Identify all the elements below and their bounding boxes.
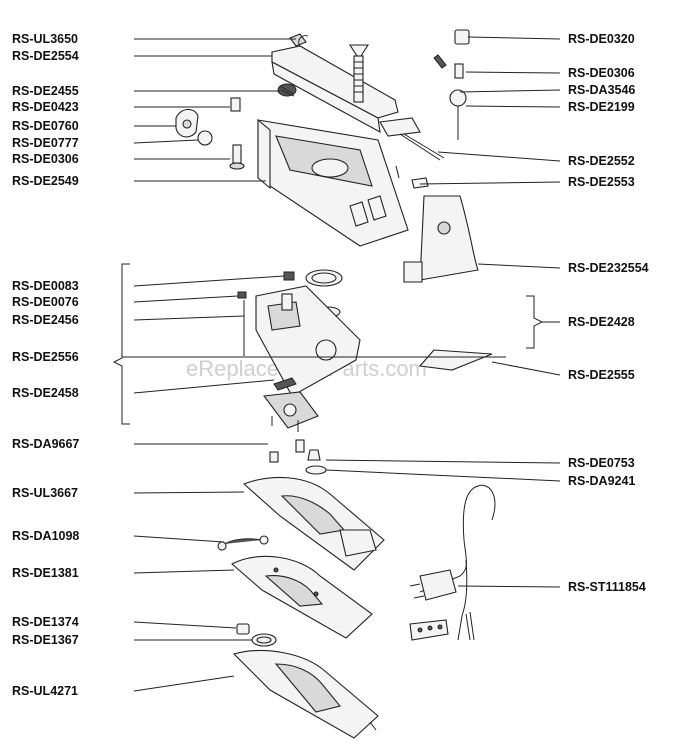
leader-line-left	[133, 315, 245, 321]
leader-line-left	[133, 295, 239, 303]
cap-part-2	[269, 451, 279, 463]
part-label-left: RS-DE2556	[12, 350, 79, 364]
small-clip-part	[237, 291, 247, 299]
leader-line-right	[437, 151, 561, 162]
part-label-left: RS-DE2554	[12, 49, 79, 63]
part-label-left: RS-UL3650	[12, 32, 78, 46]
part-label-left: RS-DE0083	[12, 279, 79, 293]
leader-line-left	[133, 139, 199, 144]
part-label-left: RS-DE1367	[12, 633, 79, 647]
part-label-left: RS-DA1098	[12, 529, 79, 543]
wiring-part	[217, 535, 269, 551]
part-label-right: RS-DE0320	[568, 32, 635, 46]
part-label-right: RS-DE2199	[568, 100, 635, 114]
spring-part	[277, 83, 297, 97]
washer-part	[305, 465, 327, 475]
leader-line-right	[325, 469, 561, 482]
water-tank-part	[257, 118, 409, 247]
upper-body-part	[242, 476, 385, 571]
part-label-left: RS-DE2458	[12, 386, 79, 400]
part-label-left: RS-DE0423	[12, 100, 79, 114]
part-label-left: RS-DE1374	[12, 615, 79, 629]
leader-lines	[122, 36, 561, 692]
leader-line-right	[457, 585, 561, 588]
part-label-right: RS-DE0753	[568, 456, 635, 470]
left-group-bracket	[112, 263, 130, 425]
thermostat-part	[262, 377, 319, 429]
leader-line-left	[133, 675, 235, 692]
clip-part	[411, 177, 429, 189]
clip-part-2	[283, 271, 295, 281]
leader-line-right	[491, 361, 561, 376]
base-plate-part	[232, 650, 379, 739]
part-label-left: RS-UL4271	[12, 684, 78, 698]
valve-rod-part	[433, 54, 467, 140]
leader-line-left	[133, 535, 225, 543]
valve-left-part	[229, 144, 245, 170]
part-label-right: RS-DE0306	[568, 66, 635, 80]
part-label-left: RS-DE2549	[12, 174, 79, 188]
terminal-block-part	[409, 619, 449, 641]
leader-line-right	[465, 105, 561, 108]
ring-part	[251, 633, 277, 647]
part-label-right: RS-DA9241	[568, 474, 635, 488]
knob-part	[236, 623, 250, 635]
leader-line-right	[459, 89, 561, 93]
flat-strip-part	[418, 349, 493, 371]
part-label-left: RS-DE2455	[12, 84, 79, 98]
cap-part-4	[307, 449, 321, 461]
part-label-left: RS-DE2456	[12, 313, 79, 327]
part-label-right: RS-DE2428	[568, 315, 635, 329]
part-label-right: RS-DE2552	[568, 154, 635, 168]
part-label-left: RS-DE0777	[12, 136, 79, 150]
part-label-right: RS-DE2555	[568, 368, 635, 382]
part-label-right: RS-DA3546	[568, 83, 635, 97]
leader-line-right	[467, 36, 561, 40]
button-part	[175, 108, 199, 138]
middle-housing-part	[255, 285, 361, 397]
leader-line-left	[133, 275, 285, 287]
leader-line-right	[465, 71, 561, 74]
part-label-left: RS-DE1381	[12, 566, 79, 580]
screws-part	[271, 416, 299, 432]
part-label-left: RS-DE0076	[12, 295, 79, 309]
leader-line-right	[419, 181, 561, 185]
part-label-left: RS-DE0760	[12, 119, 79, 133]
rear-cover-part	[403, 195, 479, 283]
power-cord-part	[409, 484, 496, 641]
leader-line-left	[133, 379, 275, 394]
cap-part-3	[295, 439, 305, 453]
sole-plate-part	[231, 555, 373, 639]
cap-part	[454, 29, 470, 45]
part-label-right: RS-DE2553	[568, 175, 635, 189]
leader-line-right	[325, 459, 561, 464]
right-group-bracket	[526, 295, 544, 349]
leader-line-left	[133, 569, 235, 574]
part-label-right: RS-ST111854	[568, 580, 646, 594]
part-labels: RS-UL3650RS-DE2554RS-DE2455RS-DE0423RS-D…	[12, 32, 649, 698]
o-ring-part	[197, 130, 213, 146]
switch-part	[379, 117, 445, 161]
handle-top-part	[271, 33, 399, 134]
part-label-left: RS-UL3667	[12, 486, 78, 500]
steam-rod-part	[348, 44, 370, 103]
screw-part	[395, 165, 400, 179]
part-label-left: RS-DA9667	[12, 437, 79, 451]
part-label-left: RS-DE0306	[12, 152, 79, 166]
plug-part	[230, 97, 241, 112]
leader-line-right	[477, 263, 561, 269]
leader-line-left	[133, 621, 237, 629]
leader-line-left	[133, 491, 245, 494]
part-label-right: RS-DE232554	[568, 261, 649, 275]
